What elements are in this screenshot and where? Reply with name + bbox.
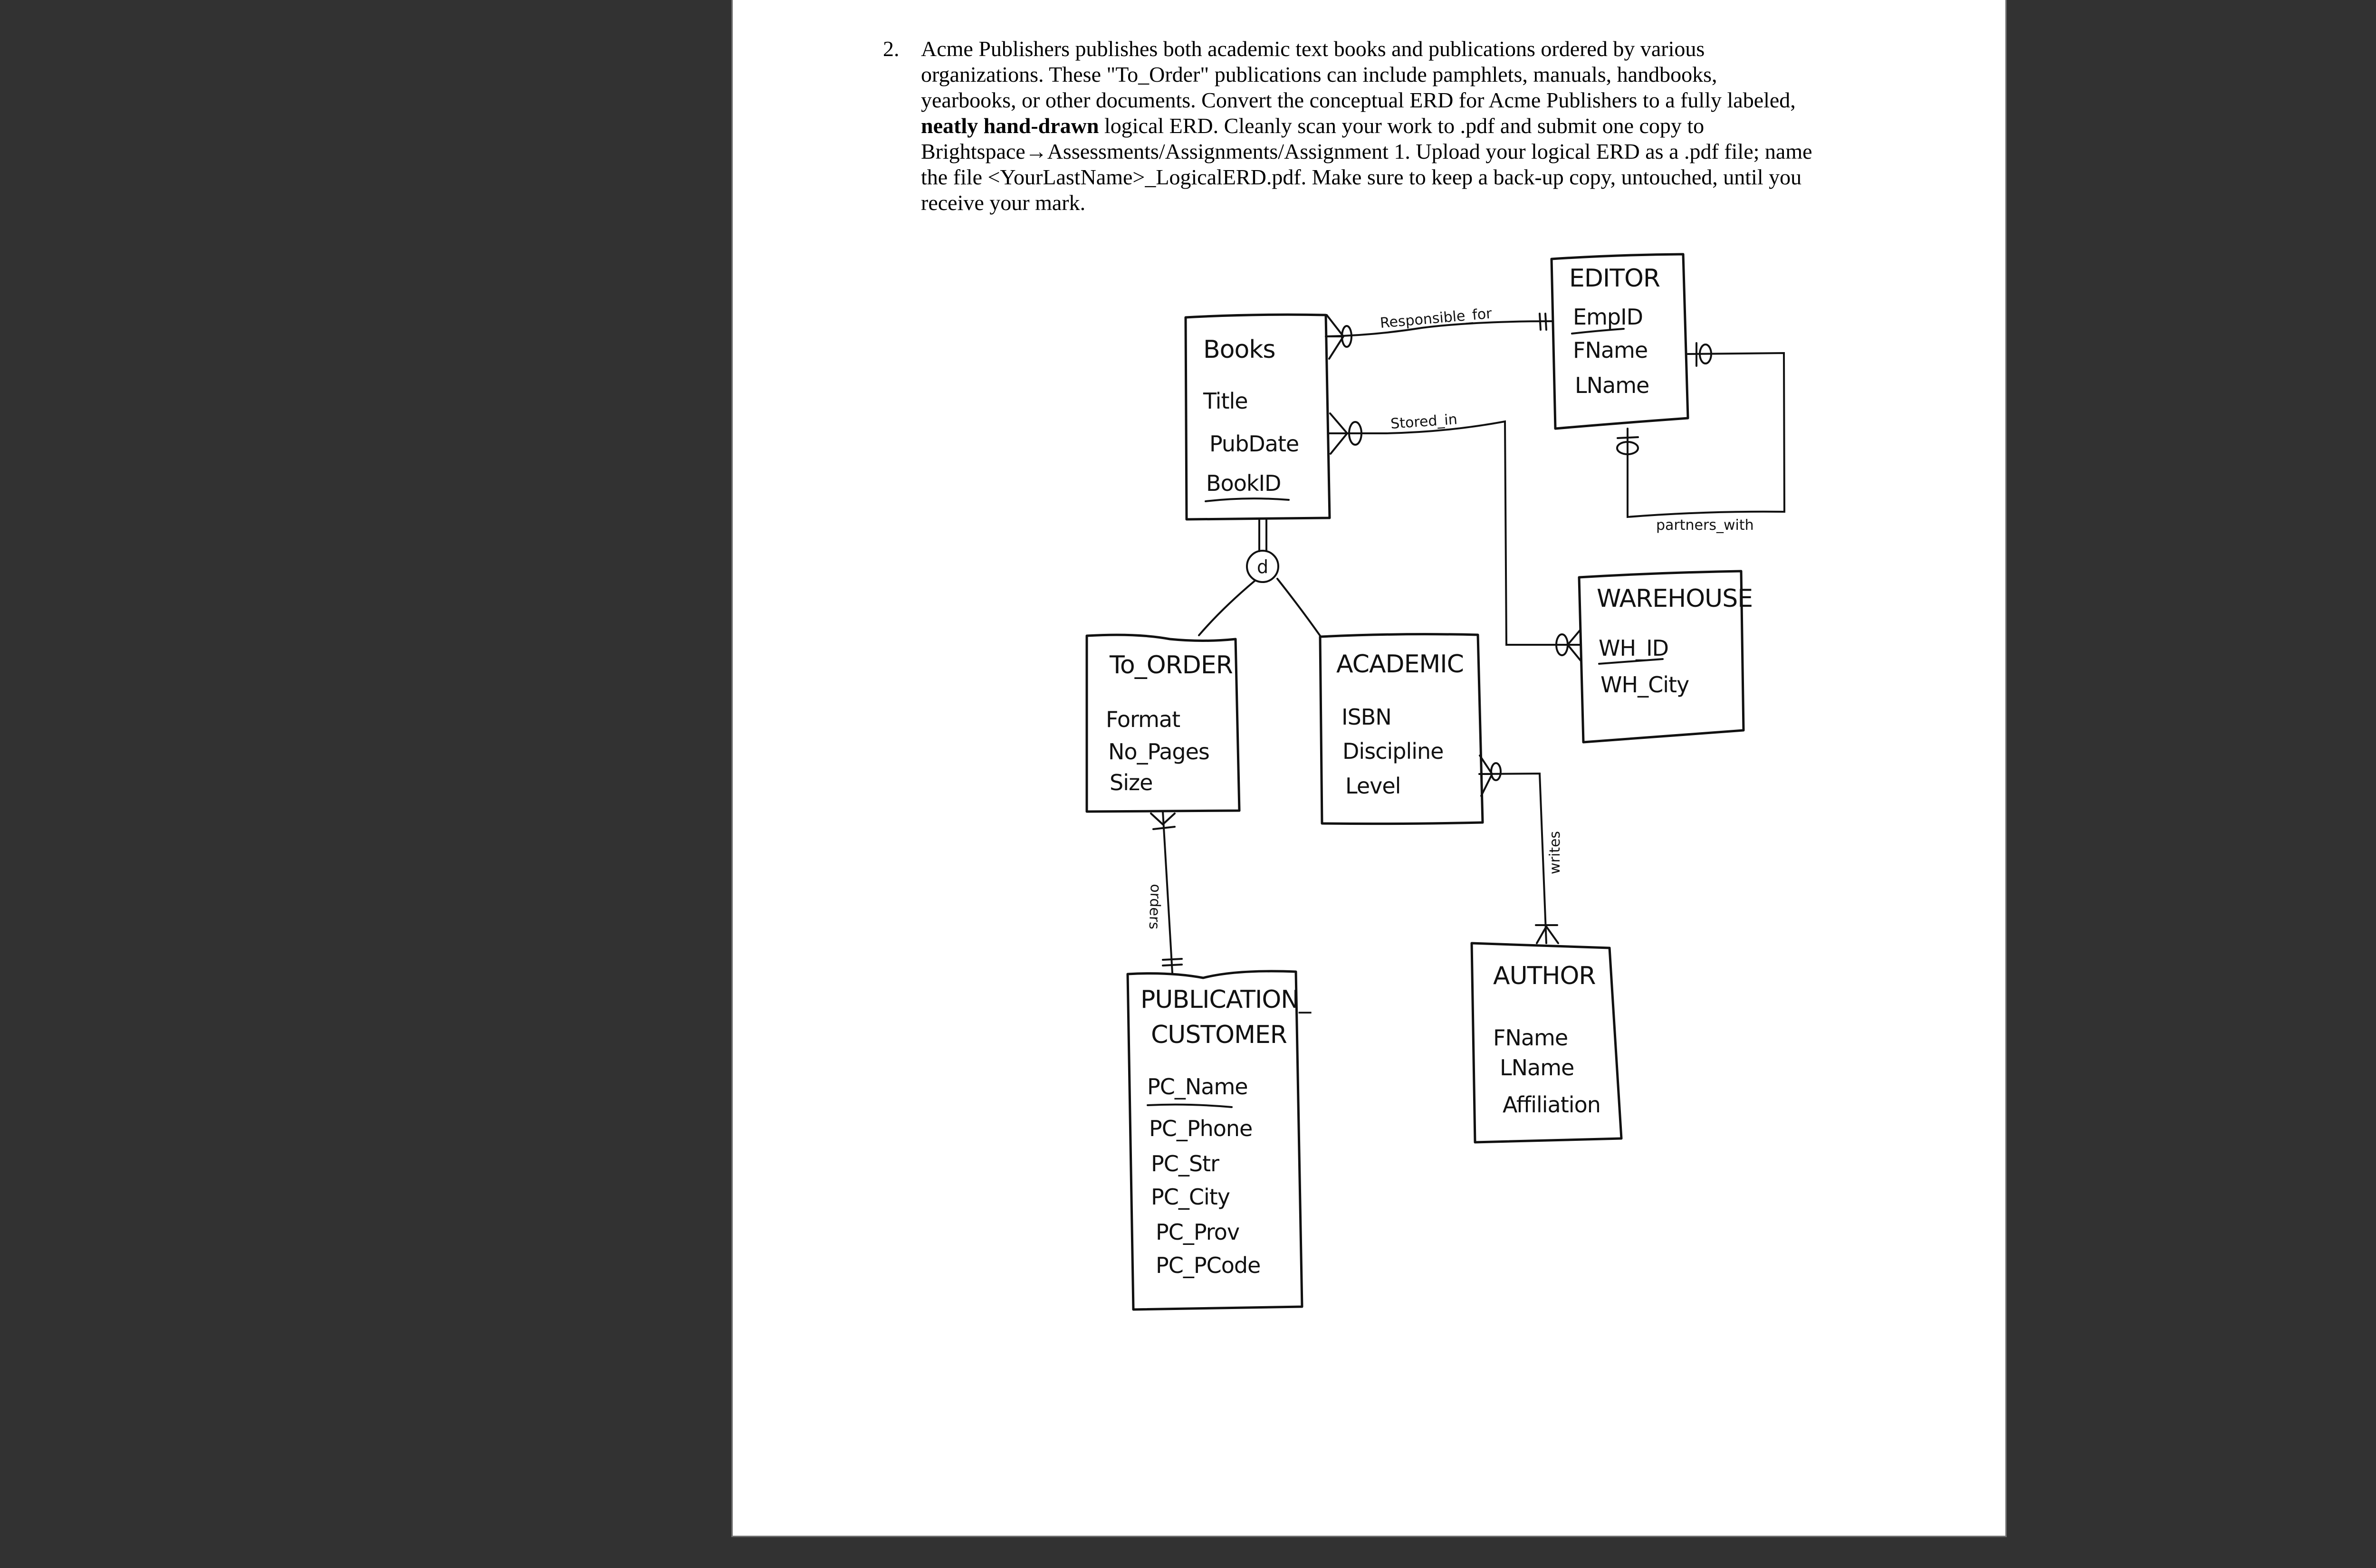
relationship-writes: writes	[1478, 755, 1563, 944]
academic-attr-isbn: ISBN	[1341, 704, 1391, 730]
author-attr-affiliation: Affiliation	[1503, 1092, 1600, 1118]
pc-attr-str: PC_Str	[1151, 1151, 1219, 1176]
publication-customer-title-2: CUSTOMER	[1151, 1021, 1287, 1049]
author-attr-lname: LName	[1500, 1055, 1574, 1080]
editor-pk-underline	[1571, 328, 1625, 335]
question-line-4-rest: logical ERD. Cleanly scan your work to .…	[1104, 114, 1705, 138]
optional-circle-icon	[1348, 421, 1362, 446]
crowsfoot-icon	[1567, 629, 1581, 661]
books-attr-title: Title	[1203, 388, 1248, 414]
crowsfoot-icon	[1535, 924, 1559, 944]
pc-attr-prov: PC_Prov	[1156, 1219, 1239, 1245]
warehouse-pk-underline	[1598, 658, 1664, 665]
disjoint-circle-icon	[1246, 550, 1279, 583]
question-line-5: Brightspace→Assessments/Assignments/Assi…	[921, 139, 1812, 163]
optional-circle-icon	[1699, 344, 1712, 364]
relationship-stored-in: Stored_in	[1328, 411, 1581, 661]
to-order-title: To_ORDER	[1109, 651, 1233, 679]
partners-with-line	[1627, 352, 1786, 518]
question-line-4: neatly hand-drawn logical ERD. Cleanly s…	[921, 113, 1871, 139]
to-order-box	[1085, 633, 1241, 813]
author-title: AUTHOR	[1493, 962, 1596, 990]
question-line-6: the file <YourLastName>_LogicalERD.pdf. …	[921, 165, 1802, 189]
academic-box	[1319, 633, 1484, 825]
question-line-7: receive your mark.	[921, 191, 1086, 215]
responsible-for-label: Responsible_for	[1380, 305, 1493, 331]
editor-attr-lname: LName	[1575, 373, 1649, 398]
to-order-attr-format: Format	[1106, 707, 1180, 732]
publication-customer-title-1: PUBLICATION_	[1140, 985, 1312, 1014]
entity-to-order: To_ORDER Format No_Pages Size	[1085, 633, 1241, 813]
relationship-partners-with: partners_with	[1616, 342, 1786, 534]
question-line-3: yearbooks, or other documents. Convert t…	[921, 88, 1796, 112]
question-line-1: Acme Publishers publishes both academic …	[921, 37, 1705, 61]
question-text: Acme Publishers publishes both academic …	[921, 36, 1871, 216]
relationship-responsible-for: Responsible_for	[1325, 305, 1554, 360]
editor-box	[1550, 253, 1689, 430]
writes-label: writes	[1547, 831, 1563, 874]
entity-author: AUTHOR FName LName Affiliation	[1470, 942, 1623, 1144]
entity-warehouse: WAREHOUSE WH_ID WH_City	[1578, 570, 1753, 744]
relationship-orders: orders	[1146, 811, 1183, 974]
mandatory-one-bar-icon	[1539, 313, 1547, 331]
optional-circle-icon	[1341, 325, 1352, 348]
crowsfoot-icon	[1326, 314, 1344, 360]
warehouse-box	[1578, 570, 1745, 744]
pc-attr-phone: PC_Phone	[1149, 1116, 1252, 1141]
question-line-2: organizations. These "To_Order" publicat…	[921, 62, 1717, 86]
subtype-line-academic	[1276, 578, 1321, 637]
pc-attr-pcode: PC_PCode	[1156, 1252, 1260, 1278]
orders-label: orders	[1146, 884, 1164, 930]
crowsfoot-icon	[1329, 412, 1348, 455]
writes-line	[1478, 772, 1547, 944]
partners-with-label: partners_with	[1656, 517, 1754, 534]
orders-line	[1162, 811, 1173, 974]
editor-title: EDITOR	[1569, 264, 1660, 293]
warehouse-title: WAREHOUSE	[1597, 584, 1753, 613]
entity-publication-customer: PUBLICATION_ CUSTOMER PC_Name PC_Phone P…	[1126, 970, 1312, 1311]
optional-circle-icon	[1490, 762, 1502, 781]
mandatory-one-bar-icon	[1162, 958, 1183, 966]
erd-diagram: Books Title PubDate BookID EDITOR EmpID …	[733, 0, 2005, 1536]
entity-academic: ACADEMIC ISBN Discipline Level	[1319, 633, 1484, 825]
total-participation-lines	[1258, 518, 1267, 552]
editor-attr-empid: EmpID	[1573, 304, 1643, 330]
stored-in-line	[1328, 420, 1570, 646]
pc-attr-name: PC_Name	[1147, 1074, 1248, 1100]
books-attr-bookid: BookID	[1206, 470, 1281, 496]
academic-attr-level: Level	[1345, 773, 1400, 799]
specialization-disjoint: d	[1198, 518, 1321, 637]
responsible-for-line	[1325, 320, 1554, 337]
warehouse-attr-whcity: WH_City	[1600, 672, 1689, 698]
optional-circle-icon	[1616, 441, 1639, 455]
academic-attr-discipline: Discipline	[1342, 738, 1443, 764]
academic-title: ACADEMIC	[1336, 650, 1464, 679]
crowsfoot-icon	[1479, 755, 1493, 797]
to-order-attr-size: Size	[1110, 770, 1152, 795]
editor-attr-fname: FName	[1573, 337, 1648, 363]
crowsfoot-icon	[1150, 813, 1176, 830]
publication-customer-box	[1126, 970, 1303, 1311]
bold-phrase: neatly hand-drawn	[921, 114, 1099, 138]
author-box	[1470, 942, 1623, 1144]
one-bar-icon	[1617, 436, 1639, 439]
entity-editor: EDITOR EmpID FName LName	[1550, 253, 1689, 430]
entity-books: Books Title PubDate BookID	[1184, 313, 1331, 521]
pc-pk-underline	[1147, 1103, 1233, 1108]
subtype-line-to-order	[1198, 580, 1256, 636]
disjoint-symbol: d	[1257, 556, 1268, 577]
warehouse-attr-whid: WH_ID	[1599, 635, 1668, 661]
author-attr-fname: FName	[1493, 1025, 1568, 1051]
books-title: Books	[1203, 335, 1275, 364]
question-number: 2.	[883, 37, 900, 61]
books-attr-pubdate: PubDate	[1209, 431, 1299, 457]
books-pk-underline	[1205, 497, 1290, 502]
books-box	[1184, 313, 1331, 521]
document-page: 2. Acme Publishers publishes both academ…	[733, 0, 2005, 1536]
to-order-attr-nopages: No_Pages	[1108, 739, 1209, 765]
pc-attr-city: PC_City	[1151, 1184, 1230, 1210]
